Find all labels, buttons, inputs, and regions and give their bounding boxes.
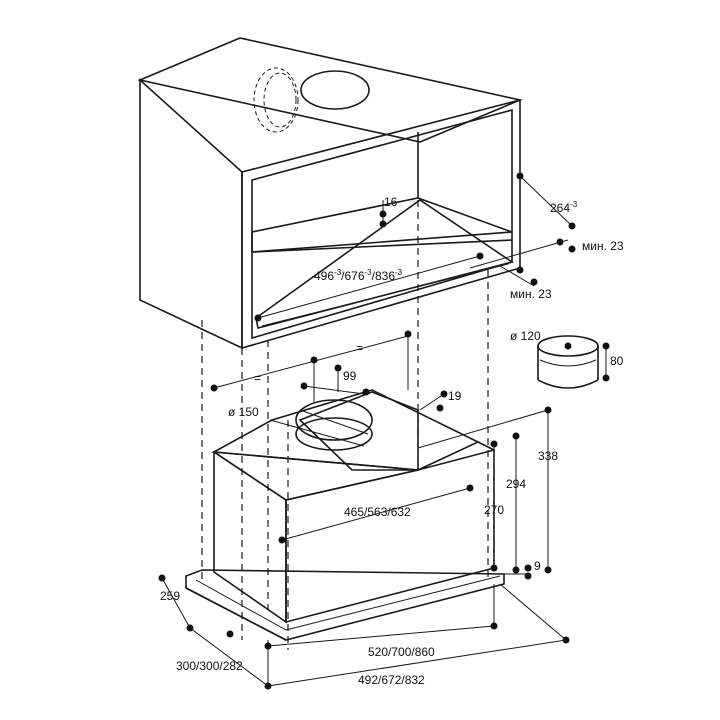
hood-duct-block — [298, 391, 419, 471]
label-width-492: 492/672/832 — [358, 673, 425, 687]
label-height-294: 294 — [506, 477, 526, 491]
hood-body — [185, 389, 505, 641]
label-width-520: 520/700/860 — [368, 645, 435, 659]
label-height-9: 9 — [534, 559, 541, 573]
label-cutout-width: 496-3/676-3/836-3 — [314, 268, 403, 283]
cabinet-duct-hole-hidden — [253, 67, 299, 133]
label-duct-19: 19 — [448, 389, 462, 403]
label-depth-300: 300/300/282 — [176, 659, 243, 673]
label-equal-left: = — [254, 371, 261, 385]
label-duct-dia: ø 150 — [228, 405, 259, 419]
label-cab-depth: 264-3 — [550, 200, 578, 215]
label-min-23-top: мин. 23 — [582, 239, 624, 253]
label-min-23-bottom: мин. 23 — [510, 287, 552, 301]
hood-duct-collar — [295, 399, 373, 441]
duct-adapter — [537, 335, 599, 389]
label-inner-width: 465/563/632 — [344, 505, 411, 519]
label-duct-99: 99 — [343, 369, 357, 383]
label-height-338: 338 — [538, 449, 558, 463]
cabinet-side-face — [139, 78, 243, 350]
dimension-labels: 264-3 16 мин. 23 мин. 23 496-3/676-3/836… — [160, 195, 624, 687]
cabinet-cutout — [255, 199, 514, 329]
cabinet-duct-hole — [300, 70, 370, 110]
wall-cabinet — [137, 37, 523, 350]
hood-front — [285, 448, 495, 624]
label-height-270: 270 — [484, 503, 504, 517]
label-adapter-height: 80 — [610, 354, 624, 368]
label-gap-16: 16 — [384, 195, 398, 209]
label-equal-right: = — [356, 341, 363, 355]
label-adapter-dia: ø 120 — [510, 329, 541, 343]
dimension-lines — [158, 172, 610, 690]
cabinet-top-face — [137, 37, 523, 143]
cabinet-shelf — [251, 197, 513, 253]
label-depth-259: 259 — [160, 589, 180, 603]
